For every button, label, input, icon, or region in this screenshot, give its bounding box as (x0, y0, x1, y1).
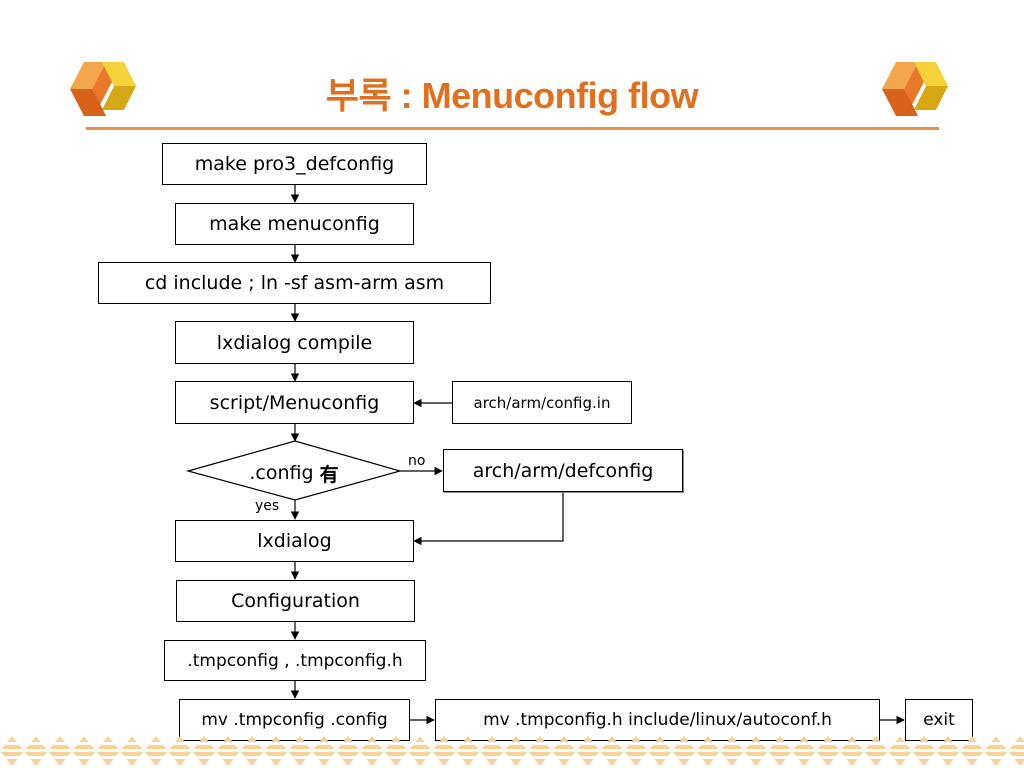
node-config-in: arch/arm/config.in (452, 381, 632, 424)
node-lxdialog-compile: lxdialog compile (175, 321, 414, 364)
node-symlink: cd include ; ln -sf asm-arm asm (98, 262, 491, 304)
edge-label-no: no (408, 453, 426, 469)
decision-diamond (185, 440, 403, 501)
node-configuration: Configuration (176, 580, 415, 622)
node-arch-defconfig: arch/arm/defconfig (443, 449, 683, 492)
decision-label: .config 有 (188, 458, 400, 488)
node-lxdialog: lxdialog (175, 520, 414, 562)
decision-strong-text: 有 (319, 463, 339, 486)
edge-label-yes: yes (255, 498, 280, 514)
title-underline (86, 127, 939, 130)
right-cube-decoration-icon (882, 62, 948, 116)
page-title: 부록 : Menuconfig flow (325, 75, 699, 116)
arrow-archdefconfig-to-lxdialog (413, 492, 564, 546)
node-make-defconfig: make pro3_defconfig (162, 143, 427, 185)
decision-text: .config (249, 462, 314, 484)
bottom-decorative-band (0, 734, 1024, 768)
node-script-menuconfig: script/Menuconfig (175, 381, 414, 424)
left-cube-decoration-icon (70, 62, 136, 116)
node-tmpconfig: .tmpconfig , .tmpconfig.h (164, 640, 426, 681)
node-make-menuconfig: make menuconfig (175, 203, 414, 245)
